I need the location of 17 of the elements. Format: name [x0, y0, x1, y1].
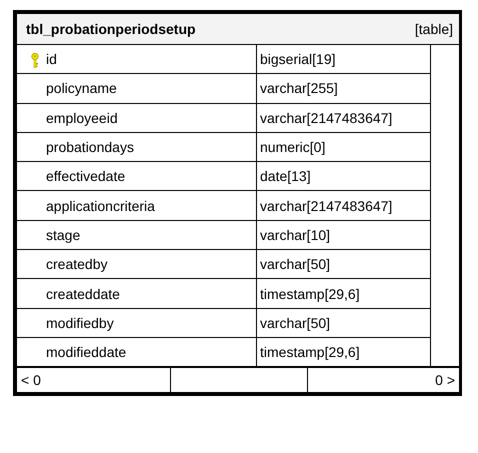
column-name: employeeid [46, 110, 118, 126]
column-name: stage [46, 226, 80, 243]
column-name: modifieddate [46, 344, 126, 360]
table-type-label: [table] [414, 21, 454, 37]
column-name: modifiedby [46, 314, 114, 331]
column-name: createddate [46, 286, 120, 302]
column-name: effectivedate [46, 168, 126, 184]
column-name: probationdays [46, 139, 134, 156]
data-type-cell: bigserial[19] [256, 44, 430, 74]
pager-cell: < 0 [16, 368, 170, 393]
pager-cell: 0 > [308, 368, 460, 393]
column-name: applicationcriteria [46, 198, 155, 214]
column-name: policyname [46, 80, 117, 96]
column-name: id [46, 50, 57, 67]
column-name: createdby [46, 256, 108, 272]
database-table [13, 10, 462, 396]
table-name: tbl_probationperiodsetup [26, 21, 196, 37]
